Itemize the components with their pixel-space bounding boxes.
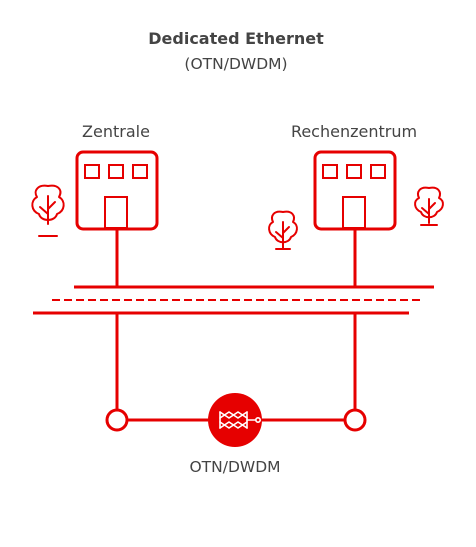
node-label: OTN/DWDM <box>189 458 280 476</box>
left-endpoint-node <box>105 408 129 432</box>
tree-icon-left <box>31 184 65 237</box>
site-left-label: Zentrale <box>82 122 150 141</box>
otn-dwdm-node-icon <box>208 393 262 447</box>
right-endpoint-node <box>343 408 367 432</box>
diagram-subtitle: (OTN/DWDM) <box>184 55 287 73</box>
building-icon-left <box>75 150 159 231</box>
building-icon-right <box>313 150 397 231</box>
tree-icon-middle <box>268 210 298 250</box>
site-right-label: Rechenzentrum <box>291 122 417 141</box>
tree-icon-right <box>414 186 444 226</box>
diagram-title: Dedicated Ethernet <box>148 29 324 48</box>
